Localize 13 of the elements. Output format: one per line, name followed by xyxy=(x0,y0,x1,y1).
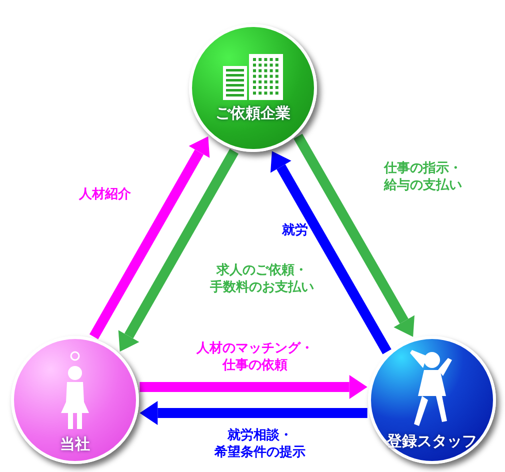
edge-label: 仕事の指示・給与の支払い xyxy=(382,160,463,194)
arrow xyxy=(294,134,414,337)
edge-label: 就労 xyxy=(280,222,309,239)
edge-label: 求人のご依頼・手数料のお支払い xyxy=(209,262,315,296)
role-label: 登録スタッフ xyxy=(387,432,477,450)
edge-label: 人材のマッチング・仕事の依頼 xyxy=(195,340,314,374)
arrow xyxy=(140,401,368,425)
arrow xyxy=(270,151,392,354)
role-label: ご依頼企業 xyxy=(216,104,290,122)
edge-label: 就労相談・希望条件の提示 xyxy=(213,427,306,461)
role-label: 当社 xyxy=(60,434,90,454)
edge-label: 人材紹介 xyxy=(78,186,132,203)
arrow xyxy=(140,375,368,399)
